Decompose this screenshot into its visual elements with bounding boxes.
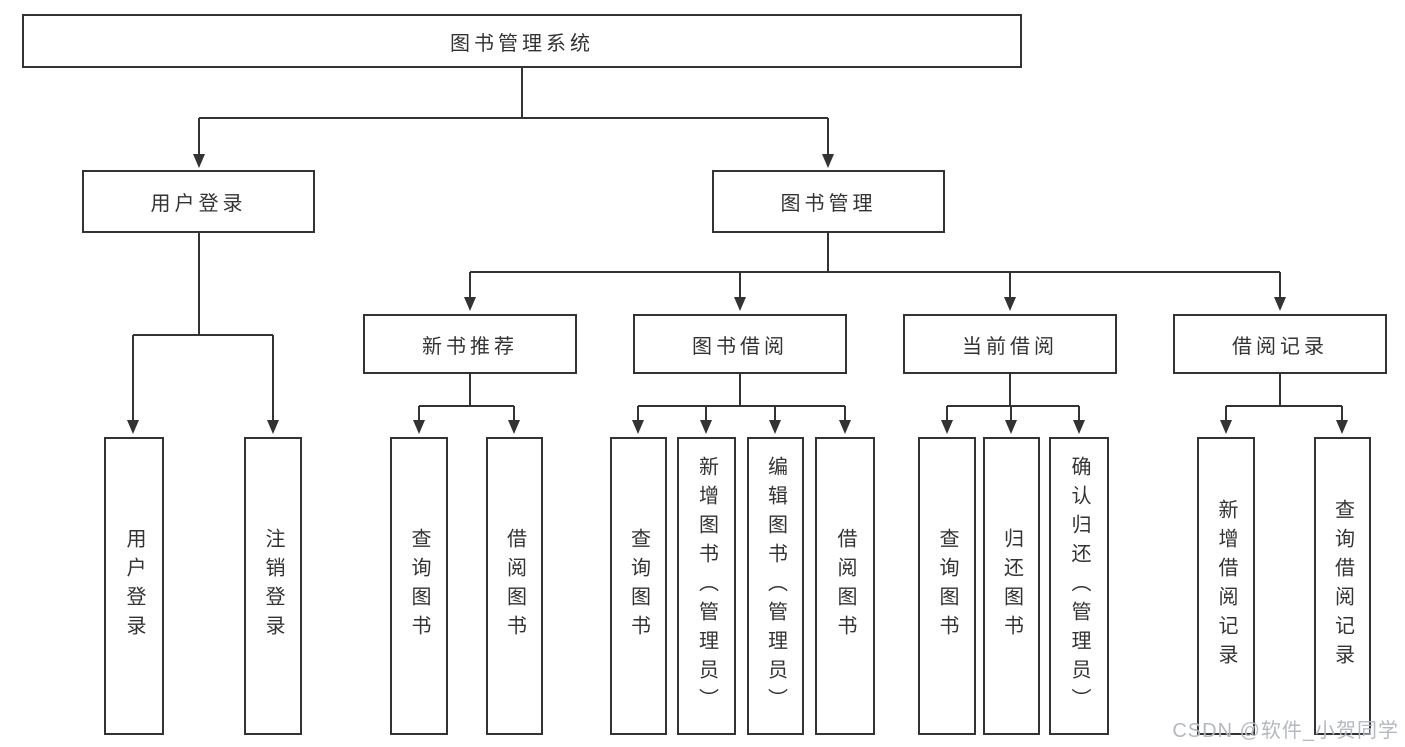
leaf-logout-label: 注销登录	[262, 528, 284, 644]
node-borrow-records-label: 借阅记录	[1232, 335, 1328, 358]
leaf-bb-add-books-admin-label: 新增图书（管理员）	[695, 455, 718, 717]
node-user-login-label: 用户登录	[150, 193, 247, 215]
leaf-cb-confirm-return-admin: 确认归还（管理员）	[1049, 437, 1109, 735]
leaf-logout: 注销登录	[244, 437, 302, 735]
leaf-cb-return-books: 归还图书	[983, 437, 1040, 735]
node-book-management-label: 图书管理	[780, 193, 877, 215]
node-library-management-system-label: 图书管理系统	[450, 32, 594, 55]
leaf-cb-return-books-label: 归还图书	[1000, 528, 1023, 644]
leaf-user-login: 用户登录	[104, 437, 164, 735]
leaf-br-query-record-label: 查询借阅记录	[1331, 499, 1354, 673]
leaf-user-login-label: 用户登录	[123, 528, 145, 644]
leaf-bb-edit-books-admin-label: 编辑图书（管理员）	[764, 455, 787, 717]
csdn-watermark: CSDN @软件_小贺同学	[1172, 720, 1399, 742]
leaf-bb-edit-books-admin: 编辑图书（管理员）	[747, 437, 804, 735]
leaf-bb-borrow-books: 借阅图书	[815, 437, 875, 735]
leaf-nb-borrow-books: 借阅图书	[486, 437, 543, 735]
node-new-book-recommend-label: 新书推荐	[422, 335, 518, 358]
leaf-bb-query-books: 查询图书	[610, 437, 667, 735]
node-book-borrow: 图书借阅	[633, 314, 847, 374]
node-borrow-records: 借阅记录	[1173, 314, 1387, 374]
node-current-borrow-label: 当前借阅	[962, 335, 1058, 358]
leaf-cb-query-books: 查询图书	[918, 437, 976, 735]
node-book-management: 图书管理	[712, 170, 945, 233]
leaf-bb-borrow-books-label: 借阅图书	[834, 528, 856, 644]
connector-arrows	[127, 118, 1348, 434]
leaf-bb-query-books-label: 查询图书	[627, 528, 650, 644]
leaf-nb-query-books: 查询图书	[390, 437, 448, 735]
leaf-nb-borrow-books-label: 借阅图书	[503, 528, 526, 644]
leaf-nb-query-books-label: 查询图书	[408, 528, 430, 644]
node-new-book-recommend: 新书推荐	[363, 314, 577, 374]
leaf-bb-add-books-admin: 新增图书（管理员）	[677, 437, 736, 735]
leaf-cb-query-books-label: 查询图书	[936, 528, 958, 644]
node-book-borrow-label: 图书借阅	[692, 335, 788, 358]
node-user-login: 用户登录	[82, 170, 315, 233]
node-current-borrow: 当前借阅	[903, 314, 1117, 374]
leaf-br-add-record-label: 新增借阅记录	[1215, 499, 1237, 673]
node-library-management-system: 图书管理系统	[22, 14, 1022, 68]
leaf-cb-confirm-return-admin-label: 确认归还（管理员）	[1068, 455, 1090, 717]
leaf-br-add-record: 新增借阅记录	[1197, 437, 1255, 735]
leaf-br-query-record: 查询借阅记录	[1314, 437, 1371, 735]
